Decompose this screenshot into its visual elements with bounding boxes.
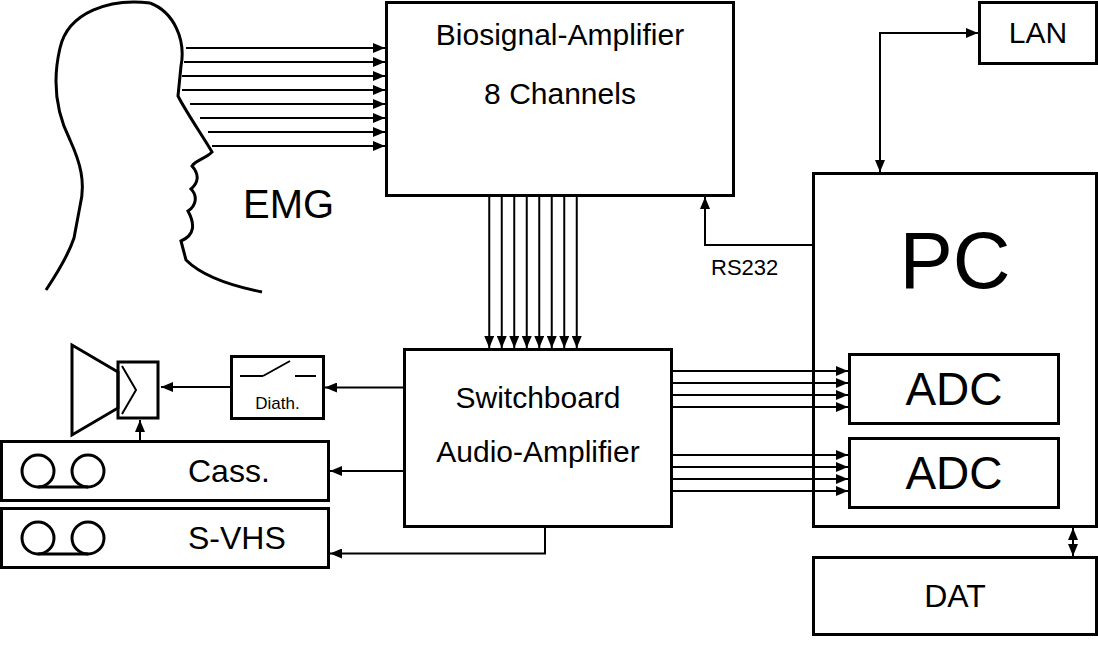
- tape-reel: [72, 455, 104, 487]
- tape-reel: [72, 522, 104, 554]
- signal-line: [673, 370, 848, 372]
- signal-line: [673, 454, 848, 456]
- signal-line: [488, 197, 490, 348]
- recorder-label: Cass.: [188, 453, 270, 490]
- electrode-lead: [186, 47, 385, 49]
- network-box: LAN: [978, 1, 1098, 65]
- tape-reel: [22, 522, 54, 554]
- signal-line: [513, 197, 515, 348]
- switch-lever: [263, 361, 290, 376]
- switch-contact: [240, 375, 263, 377]
- adc-label: ADC: [905, 447, 1002, 500]
- speaker-feed-line: [161, 386, 230, 388]
- tape-band: [38, 553, 88, 556]
- signal-line: [551, 197, 553, 348]
- recorder-label: DAT: [924, 578, 986, 615]
- signal-line: [673, 382, 848, 384]
- head-silhouette: [46, 2, 262, 292]
- speaker-feed-line: [139, 420, 141, 440]
- computer-box: PC ADC ADC: [812, 172, 1098, 528]
- signal-line: [563, 197, 565, 348]
- signal-line: [705, 197, 812, 245]
- speaker-diaphragm: [122, 366, 136, 414]
- switchboard-box: Switchboard Audio-Amplifier: [403, 348, 673, 528]
- cassette-recorder-box: Cass.: [0, 440, 330, 502]
- switch-contact: [295, 375, 316, 377]
- electrode-lead: [182, 75, 385, 77]
- loudspeaker-symbol: [72, 345, 158, 435]
- electrode-lead: [184, 61, 385, 63]
- interface-label: RS232: [709, 255, 780, 280]
- dat-recorder-box: DAT: [812, 556, 1098, 636]
- speaker-cone: [72, 345, 118, 435]
- signal-line: [576, 197, 578, 348]
- adc-box: ADC: [848, 437, 1060, 509]
- signal-line: [673, 466, 848, 468]
- signal-line: [880, 33, 978, 172]
- tape-reels-symbol: [22, 522, 104, 554]
- speaker-magnet: [118, 362, 158, 418]
- signal-line: [673, 394, 848, 396]
- video-recorder-box: S-VHS: [0, 507, 330, 569]
- tape-band: [38, 486, 88, 489]
- switchboard-label: Switchboard Audio-Amplifier: [418, 371, 658, 479]
- amplifier-label: 8 Channels: [484, 77, 636, 112]
- diathermy-switch-box: Diath.: [230, 355, 325, 420]
- tape-reel: [22, 455, 54, 487]
- network-label: LAN: [1009, 16, 1067, 51]
- signal-line: [330, 528, 545, 554]
- signal-type-label: EMG: [243, 181, 334, 227]
- signal-line: [325, 387, 403, 389]
- signal-line: [673, 406, 848, 408]
- signal-line: [673, 490, 848, 492]
- signal-line: [501, 197, 503, 348]
- electrode-lead: [182, 89, 385, 91]
- electrode-lead: [208, 131, 385, 133]
- adc-box: ADC: [848, 353, 1060, 425]
- electrode-lead: [212, 145, 385, 147]
- amplifier-box: Biosignal-Amplifier 8 Channels: [385, 1, 735, 197]
- switch-symbol: [240, 361, 316, 376]
- electrode-lead: [200, 117, 385, 119]
- electrode-leads: [182, 48, 385, 146]
- signal-line: [330, 470, 403, 472]
- signal-line: [526, 197, 528, 348]
- recorder-label: S-VHS: [188, 520, 286, 557]
- amplifier-label: Biosignal-Amplifier: [436, 18, 684, 53]
- adc-label: ADC: [905, 363, 1002, 416]
- computer-label: PC: [899, 215, 1010, 307]
- diathermy-label: Diath.: [255, 394, 299, 414]
- electrode-lead: [190, 103, 385, 105]
- signal-line: [538, 197, 540, 348]
- signal-line: [1072, 528, 1074, 556]
- tape-reels-symbol: [22, 455, 104, 487]
- signal-line: [673, 478, 848, 480]
